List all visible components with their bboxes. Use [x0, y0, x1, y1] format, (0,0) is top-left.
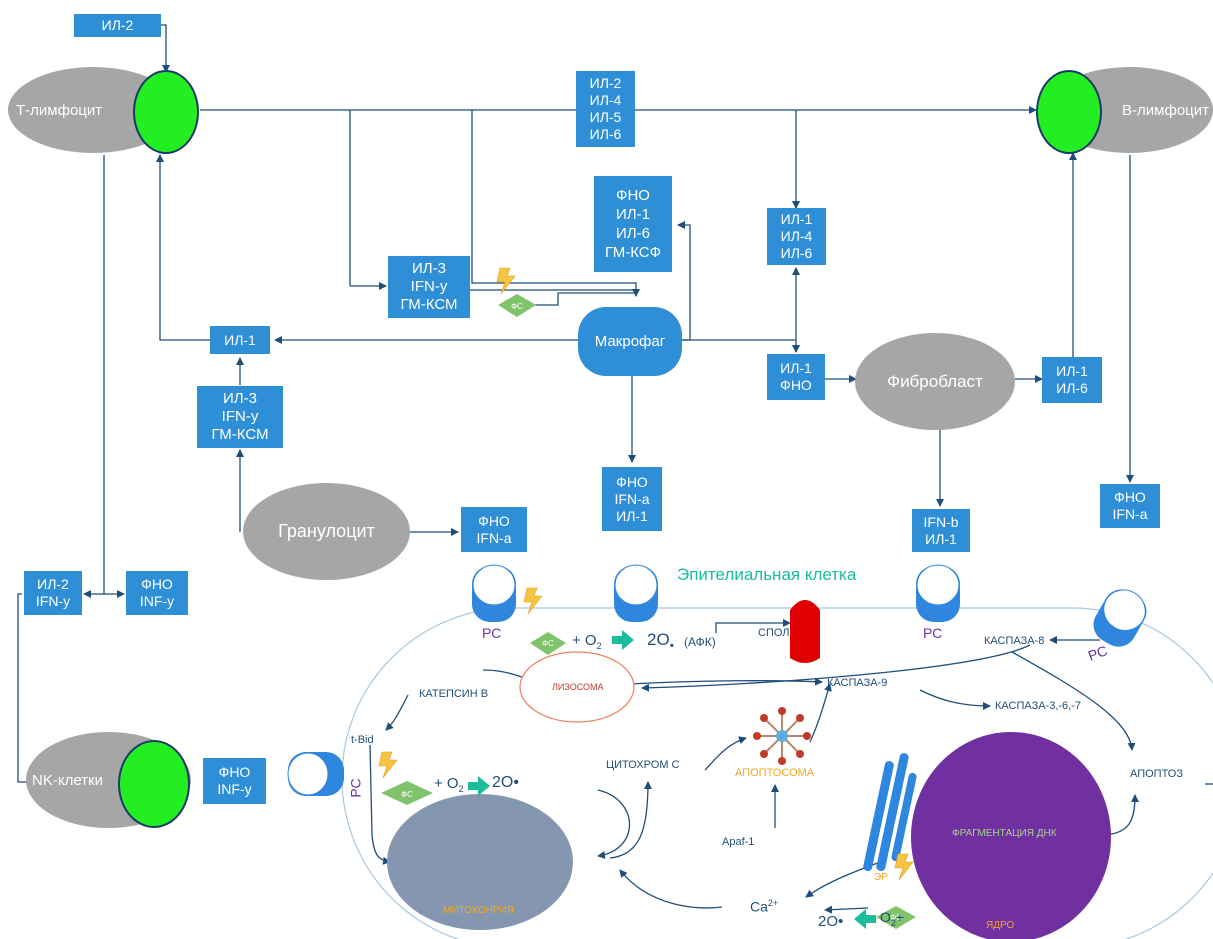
receptor-icon [916, 564, 960, 622]
fs-label: ФС [401, 790, 413, 799]
receptor-icon [1093, 589, 1147, 647]
dna-fragmentation-label: ФРАГМЕНТАЦИЯ ДНК [952, 828, 1057, 839]
receptor-label: РС [923, 625, 943, 641]
lightning-icon [523, 587, 543, 615]
macrophage-label: Макрофаг [594, 333, 666, 350]
caspase367-label: КАСПАЗА-3,-6,-7 [995, 700, 1082, 712]
o2-mito-label: + O2 [434, 775, 464, 794]
fibroblast-label: Фибробласт [887, 371, 983, 391]
spol-label: СПОЛ [758, 627, 790, 639]
fs-label: ФС [511, 302, 523, 311]
receptor-label: РС [482, 625, 502, 641]
nucleus-label: ЯДРО [986, 920, 1015, 931]
epithelial-cell-label: Эпителиальная клетка [677, 565, 857, 584]
lightning-icon [496, 267, 516, 295]
teal-arrow-icon [854, 909, 876, 929]
receptor-label: РС [347, 778, 364, 798]
fibroblast-cell: Фибробласт [855, 333, 1015, 430]
cathepsin-label: КАТЕПСИН В [419, 688, 489, 700]
cytokine-box-il2-top: ИЛ-2 [74, 14, 161, 37]
nucleus-shape [911, 732, 1111, 939]
o2-bottom-label: O2+ [880, 909, 905, 928]
nk-cell-label: NK-клетки [32, 771, 103, 789]
apoptosome-icon [753, 707, 811, 765]
fs-diamond [381, 781, 433, 805]
fs-diamond [530, 632, 566, 655]
apaf-label: Apaf-1 [722, 836, 755, 848]
lysosome-label: ЛИЗОСОМА [552, 682, 604, 692]
calcium-label: Ca2+ [750, 898, 779, 915]
lysosome-shape [519, 651, 635, 723]
two-o-mito-label: 2O• [492, 774, 519, 791]
cytokine-box-il1-left: ИЛ-1 [210, 326, 270, 354]
mitochondria-label: МИТОХОНРИЯ [443, 905, 514, 916]
fs-diamond [876, 906, 916, 929]
caspase8-label: КАСПАЗА-8 [984, 635, 1045, 647]
apoptosome-label: АПОПТОСОМА [735, 767, 815, 779]
spol-shape [790, 600, 820, 663]
fs-diamond [498, 294, 536, 317]
er-icon [863, 753, 917, 872]
granulocyte-label: Гранулоцит [278, 521, 375, 541]
caspase9-label: КАСПАЗА-9 [827, 677, 888, 689]
receptor-icon [472, 564, 516, 622]
lightning-icon [378, 751, 398, 779]
two-o-top-label: 2O• [647, 630, 674, 653]
receptor-icon [614, 564, 658, 622]
t-lymphocyte-label: Т-лимфоцит [16, 101, 103, 119]
lightning-icon [894, 853, 914, 881]
tbid-label: t-Bid [351, 734, 374, 746]
fs-label: ФС [542, 639, 554, 648]
o2-top-label: + O2 [572, 632, 602, 651]
nk-cell-nucleus [118, 740, 190, 828]
teal-arrow-icon [468, 776, 490, 796]
cytochrome-label: ЦИТОХРОМ С [606, 759, 680, 771]
b-lymphocyte-label: В-лимфоцит [1122, 101, 1209, 119]
t-lymphocyte-nucleus [133, 70, 199, 154]
afk-label: (АФК) [684, 635, 716, 649]
apoptosis-label: АПОПТОЗ [1130, 768, 1184, 780]
fs-label: ФС [890, 913, 902, 922]
b-lymphocyte-nucleus [1036, 70, 1102, 154]
granulocyte-cell: Гранулоцит [243, 483, 410, 580]
macrophage-cell: Макрофаг [578, 307, 682, 376]
er-label: ЭР [874, 872, 888, 883]
receptor-icon [287, 752, 344, 796]
mitochondria-shape [387, 794, 573, 930]
teal-arrow-icon [612, 630, 634, 650]
two-o-bottom-label: 2O• [818, 913, 844, 930]
